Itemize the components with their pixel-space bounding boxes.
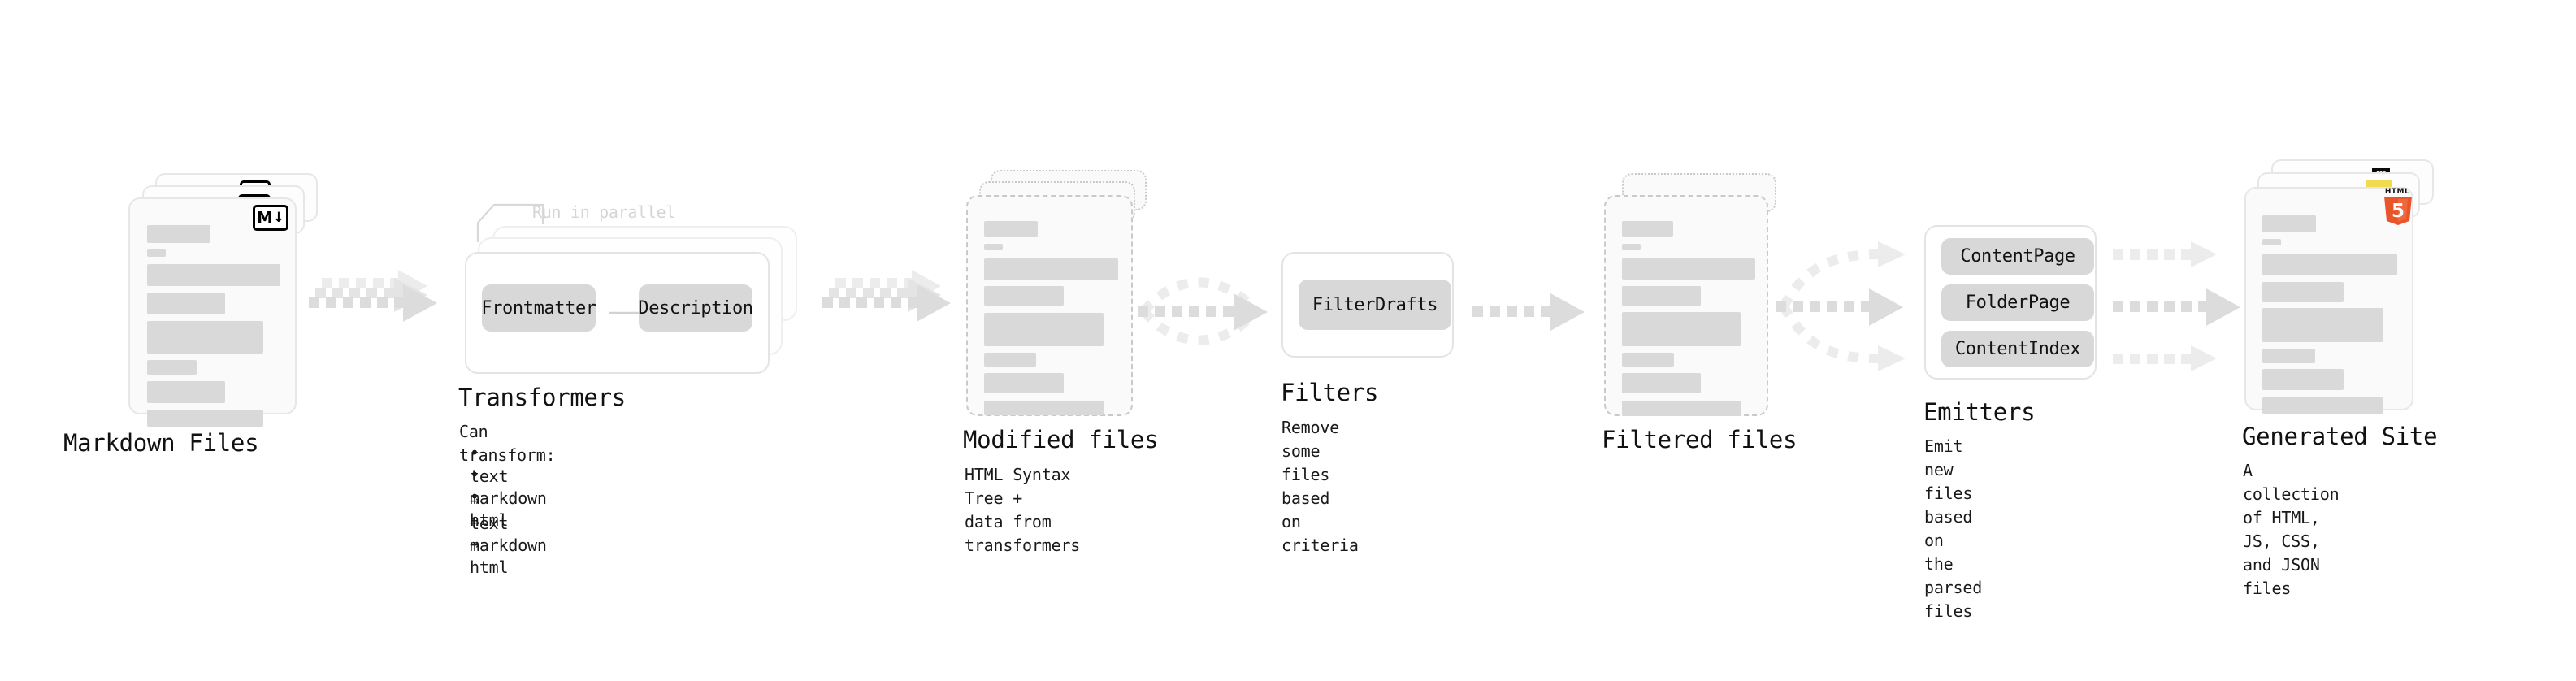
filtered-file-front	[1604, 195, 1768, 416]
stage-subcaption-emitters: Emit new files based on the parsed files	[1924, 436, 1983, 621]
skeleton-bar	[1622, 312, 1741, 346]
skeleton-bar	[147, 249, 166, 257]
skeleton-bar	[147, 381, 225, 403]
skeleton-bar	[2262, 369, 2344, 390]
generated-file-front	[2244, 187, 2413, 414]
markdown-icon: M↓	[253, 205, 288, 231]
skeleton-bar	[147, 321, 263, 354]
modified-file-front	[966, 195, 1133, 416]
skeleton-bar	[984, 353, 1036, 367]
arrow-transformers-to-modified	[822, 270, 951, 322]
skeleton-bar	[147, 293, 225, 314]
stage-subcaption-modified-files: HTML Syntax Tree + data from transformer…	[965, 465, 1081, 555]
stage-caption-generated-site: Generated Site	[2242, 423, 2438, 450]
stage-caption-filters: Filters	[1281, 379, 1379, 406]
skeleton-bar	[1622, 286, 1701, 306]
skeleton-bar	[1622, 258, 1755, 280]
stage-caption-modified-files: Modified files	[963, 426, 1159, 453]
skeleton-bar	[1622, 373, 1701, 393]
skeleton-bar	[2262, 239, 2281, 245]
emitter-pill-folderpage[interactable]: FolderPage	[1941, 284, 2094, 321]
skeleton-bar	[1622, 244, 1641, 250]
filter-pill-filterdrafts[interactable]: FilterDrafts	[1299, 280, 1451, 330]
stage-caption-emitters: Emitters	[1923, 398, 2036, 426]
parallel-note: Run in parallel	[532, 202, 676, 222]
arrow-modified-to-filters	[1138, 277, 1268, 345]
transformer-pill-description[interactable]: Description	[638, 284, 753, 332]
transform-bullet-2: • html → html	[470, 487, 509, 577]
skeleton-bar	[984, 313, 1104, 346]
skeleton-bar	[1622, 221, 1673, 237]
emitter-pill-contentindex[interactable]: ContentIndex	[1941, 331, 2094, 367]
skeleton-bar	[147, 410, 263, 427]
arrow-emitters-to-site	[2113, 241, 2240, 371]
skeleton-bar	[984, 401, 1104, 415]
skeleton-bar	[2262, 215, 2316, 232]
skeleton-bar	[984, 286, 1064, 306]
skeleton-bar	[984, 244, 1003, 250]
skeleton-bar	[2262, 397, 2383, 414]
arrow-filtered-to-emitters	[1776, 241, 1906, 371]
parallel-bracket-icon	[476, 203, 544, 242]
skeleton-bar	[2262, 349, 2315, 363]
skeleton-bar	[2262, 282, 2344, 302]
skeleton-bar	[2262, 254, 2397, 275]
skeleton-bar	[147, 264, 280, 286]
stage-subcaption-filters: Remove some files based on criteria	[1281, 418, 1359, 555]
skeleton-bar	[984, 373, 1064, 393]
svg-text:5: 5	[2392, 201, 2405, 222]
svg-text:HTML: HTML	[2385, 188, 2409, 196]
skeleton-bar	[984, 258, 1118, 280]
markdown-file-front	[128, 197, 297, 427]
skeleton-bar	[1622, 353, 1674, 367]
arrow-filters-to-filtered	[1472, 293, 1585, 331]
transform-bullet-0: • text → text	[470, 443, 509, 533]
skeleton-bar	[984, 221, 1038, 237]
skeleton-bar	[147, 360, 197, 375]
skeleton-bar	[147, 225, 210, 243]
stage-caption-transformers: Transformers	[458, 384, 626, 411]
html5-icon: HTML 5	[2384, 188, 2412, 225]
skeleton-bar	[2262, 308, 2383, 342]
stage-subcaption-transformers: Can transform:	[459, 422, 556, 465]
arrow-markdown-to-transformers	[309, 270, 437, 322]
stage-caption-markdown-files: Markdown Files	[63, 429, 259, 457]
stage-subcaption-generated-site: A collection of HTML, JS, CSS, and JSON …	[2243, 461, 2340, 598]
transform-bullet-1: • markdown → markdown	[470, 465, 547, 555]
skeleton-bar	[1622, 401, 1741, 416]
emitter-pill-contentpage[interactable]: ContentPage	[1941, 238, 2094, 275]
stage-caption-filtered-files: Filtered files	[1602, 426, 1798, 453]
transformer-pill-frontmatter[interactable]: Frontmatter	[481, 284, 596, 332]
